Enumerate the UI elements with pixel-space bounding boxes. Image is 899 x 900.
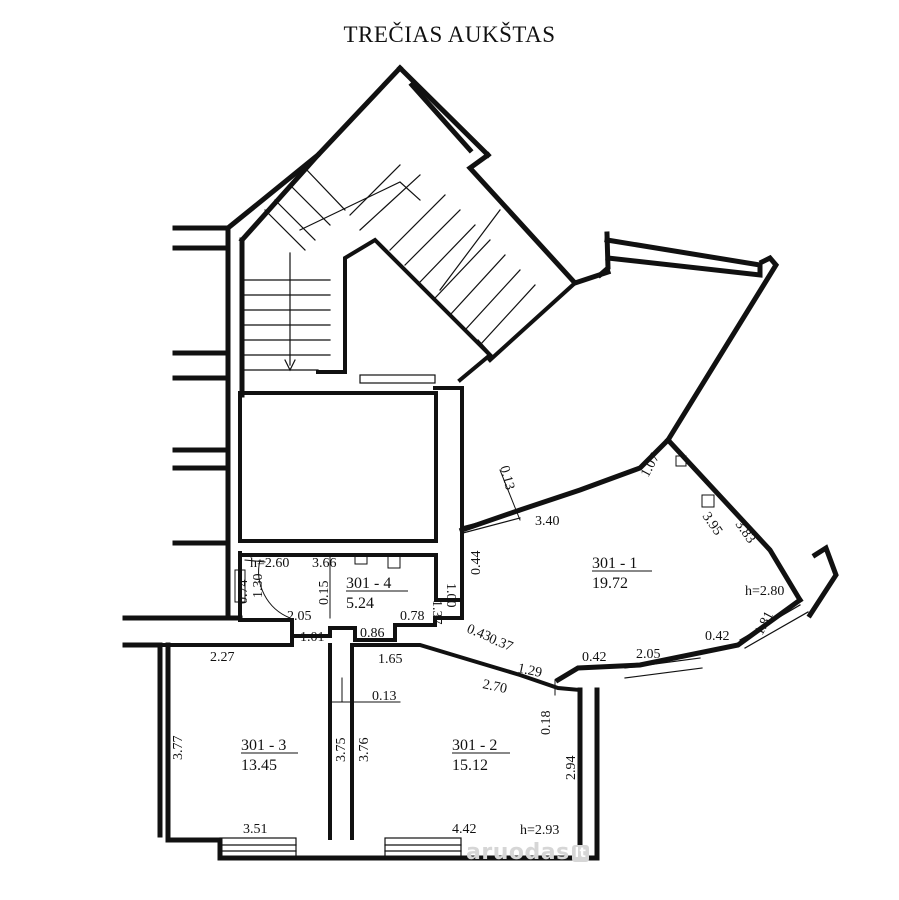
dimension-label: 3.95 [699, 510, 725, 539]
dimension-label: 3.40 [535, 514, 560, 529]
dimension-label: 3.77 [171, 736, 186, 761]
stairs [244, 164, 536, 372]
inner-walls [158, 237, 583, 840]
room-id: 301 - 1 [592, 555, 637, 572]
dimension-label: 2.27 [210, 650, 235, 665]
dimension-label: 0.15 [317, 581, 332, 606]
dimension-label: 1.01 [300, 630, 325, 645]
dimension-label: 3.75 [334, 738, 349, 763]
dimension-label: 1.30 [251, 574, 266, 599]
dimension-label: 2.05 [636, 647, 661, 662]
dimension-label: 1.00 [443, 583, 458, 608]
watermark-brand: aruodas [466, 840, 570, 865]
dimension-label: 1.37 [429, 600, 444, 625]
dimension-lines [234, 455, 715, 703]
dimension-label: 0.42 [582, 650, 607, 665]
room-area: 5.24 [346, 595, 374, 612]
dimension-label: 0.86 [360, 626, 385, 641]
dimension-label: 0.42 [705, 629, 730, 644]
room-area: 13.45 [241, 757, 277, 774]
dimension-label: 3.83 [732, 518, 758, 547]
room-area: 15.12 [452, 757, 488, 774]
dimension-label: 0.18 [539, 711, 554, 736]
height-label: h=2.80 [745, 584, 784, 599]
dimension-label: 1.81 [752, 609, 777, 638]
dimension-label: 2.94 [564, 756, 579, 781]
dimension-label: 1.07 [638, 451, 663, 480]
dimension-label: 1.29 [516, 661, 543, 681]
plan-title: TREČIAS AUKŠTAS [343, 22, 556, 47]
dimension-label: 0.13 [372, 689, 397, 704]
height-label: h=2.93 [520, 823, 559, 838]
dimension-label: 0.78 [400, 609, 425, 624]
dimension-label: 1.65 [378, 652, 403, 667]
room-id: 301 - 4 [346, 575, 391, 592]
dimension-label: 0.37 [487, 632, 515, 655]
room-id: 301 - 2 [452, 737, 497, 754]
windows [219, 374, 809, 859]
watermark-tld: lt [571, 844, 590, 862]
dimension-label: 3.66 [312, 556, 337, 571]
dimension-label: 0.44 [469, 551, 484, 576]
height-labels: h=2.60 h=2.80 h=2.93 [250, 556, 784, 838]
dimension-label: 0.13 [496, 464, 517, 492]
dimension-label: 2.05 [287, 609, 312, 624]
room-area: 19.72 [592, 575, 628, 592]
dimension-label: 3.51 [243, 822, 268, 837]
room-id: 301 - 3 [241, 737, 286, 754]
dimension-label: 3.76 [357, 738, 372, 763]
dimension-label: 4.42 [452, 822, 477, 837]
room-labels: 301 - 1 19.72 301 - 2 15.12 301 - 3 13.4… [241, 555, 652, 774]
height-label: h=2.60 [250, 556, 289, 571]
dimension-label: 0.74 [236, 580, 251, 605]
dimension-label: 2.70 [481, 677, 508, 697]
